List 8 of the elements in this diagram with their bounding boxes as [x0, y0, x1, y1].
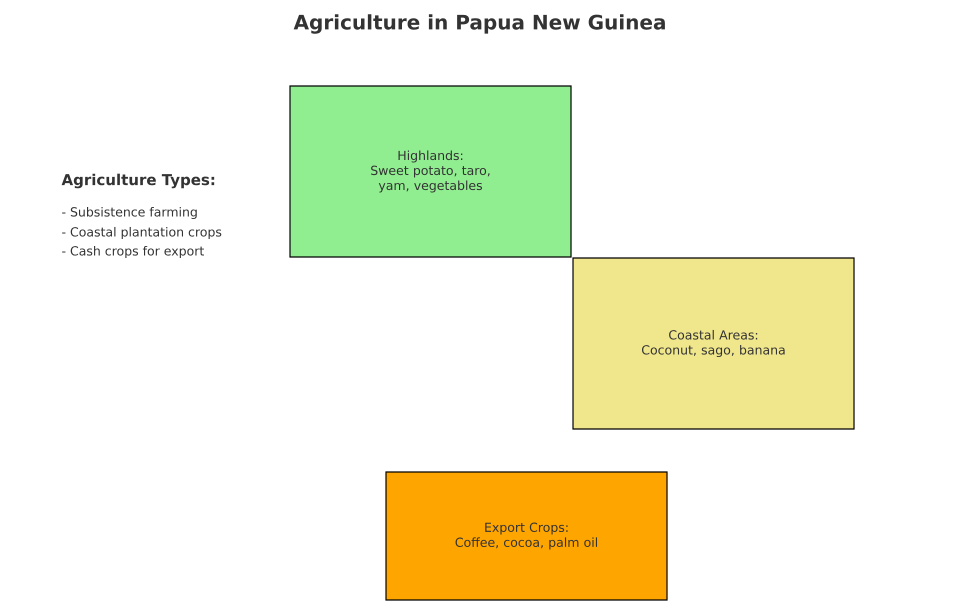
- list-item: - Coastal plantation crops: [62, 226, 222, 240]
- crop-box: Highlands: Sweet potato, taro, yam, vegetables: [289, 85, 572, 258]
- heading: Agriculture Types:: [62, 174, 214, 188]
- title: Agriculture in Papua New Guinea: [294, 14, 665, 34]
- crop-box: Coastal Areas: Coconut, sago, banana: [572, 257, 855, 430]
- list-item: - Subsistence farming: [62, 206, 197, 220]
- crop-box: Export Crops: Coffee, cocoa, palm oil: [385, 471, 668, 601]
- list-item: - Cash crops for export: [62, 246, 204, 258]
